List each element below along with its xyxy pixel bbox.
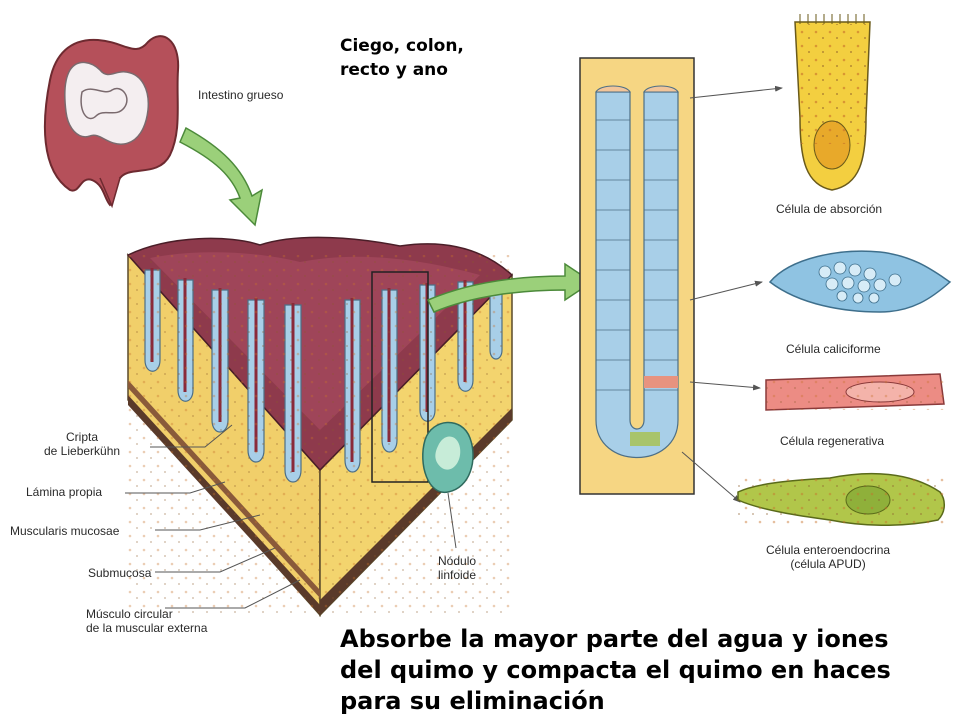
label-muscularis-mucosae: Muscularis mucosae [10,524,120,538]
label-celula-caliciforme: Célula caliciforme [786,342,881,356]
caption-line-2: del quimo y compacta el quimo en haces [340,656,891,684]
header-line-2: recto y ano [340,60,448,80]
label-celula-regenerativa: Célula regenerativa [780,434,885,448]
label-enteroendocrina-line-2: (célula APUD) [790,557,866,571]
tissue-block [126,236,514,617]
enteroendocrine-cell [737,472,946,527]
label-nodulo-line-2: linfoide [438,568,477,582]
label-musculo-circular: Músculo circular de la muscular externa [86,607,207,635]
label-cripta-line-2: de Lieberkühn [44,444,121,458]
caption: Absorbe la mayor parte del agua y iones … [340,624,955,717]
goblet-cell [768,250,952,313]
leader-lines [125,424,457,609]
label-submucosa: Submucosa [88,566,152,580]
label-cripta-line-1: Cripta [66,430,99,444]
caption-line-1: Absorbe la mayor parte del agua y iones [340,625,889,653]
green-arrow-colon [179,126,264,227]
header-title: Ciego, colon, recto y ano [340,34,464,82]
header-line-1: Ciego, colon, [340,36,464,56]
cell-pointer-arrows [681,85,783,503]
label-musculo-line-1: Músculo circular [86,607,173,621]
caption-line-3: para su eliminación [340,687,605,715]
label-enteroendocrina-line-1: Célula enteroendocrina [766,543,891,557]
label-celula-enteroendocrina: Célula enteroendocrina (célula APUD) [766,543,890,571]
label-musculo-line-2: de la muscular externa [86,621,208,635]
label-celula-absorcion: Célula de absorción [776,202,883,216]
colon-illustration [43,35,180,209]
label-intestino-grueso: Intestino grueso [198,88,284,102]
label-nodulo-linfoide: Nódulo linfoide [438,554,476,582]
absorptive-cell [794,14,871,191]
label-cripta-lieberkuhn: Cripta de Lieberkühn [44,430,120,458]
label-nodulo-line-1: Nódulo [438,554,477,568]
green-arrow-crypt [426,262,594,313]
label-lamina-propia: Lámina propia [26,485,103,499]
regenerative-cell [765,373,945,411]
crypt-detail [579,57,695,495]
